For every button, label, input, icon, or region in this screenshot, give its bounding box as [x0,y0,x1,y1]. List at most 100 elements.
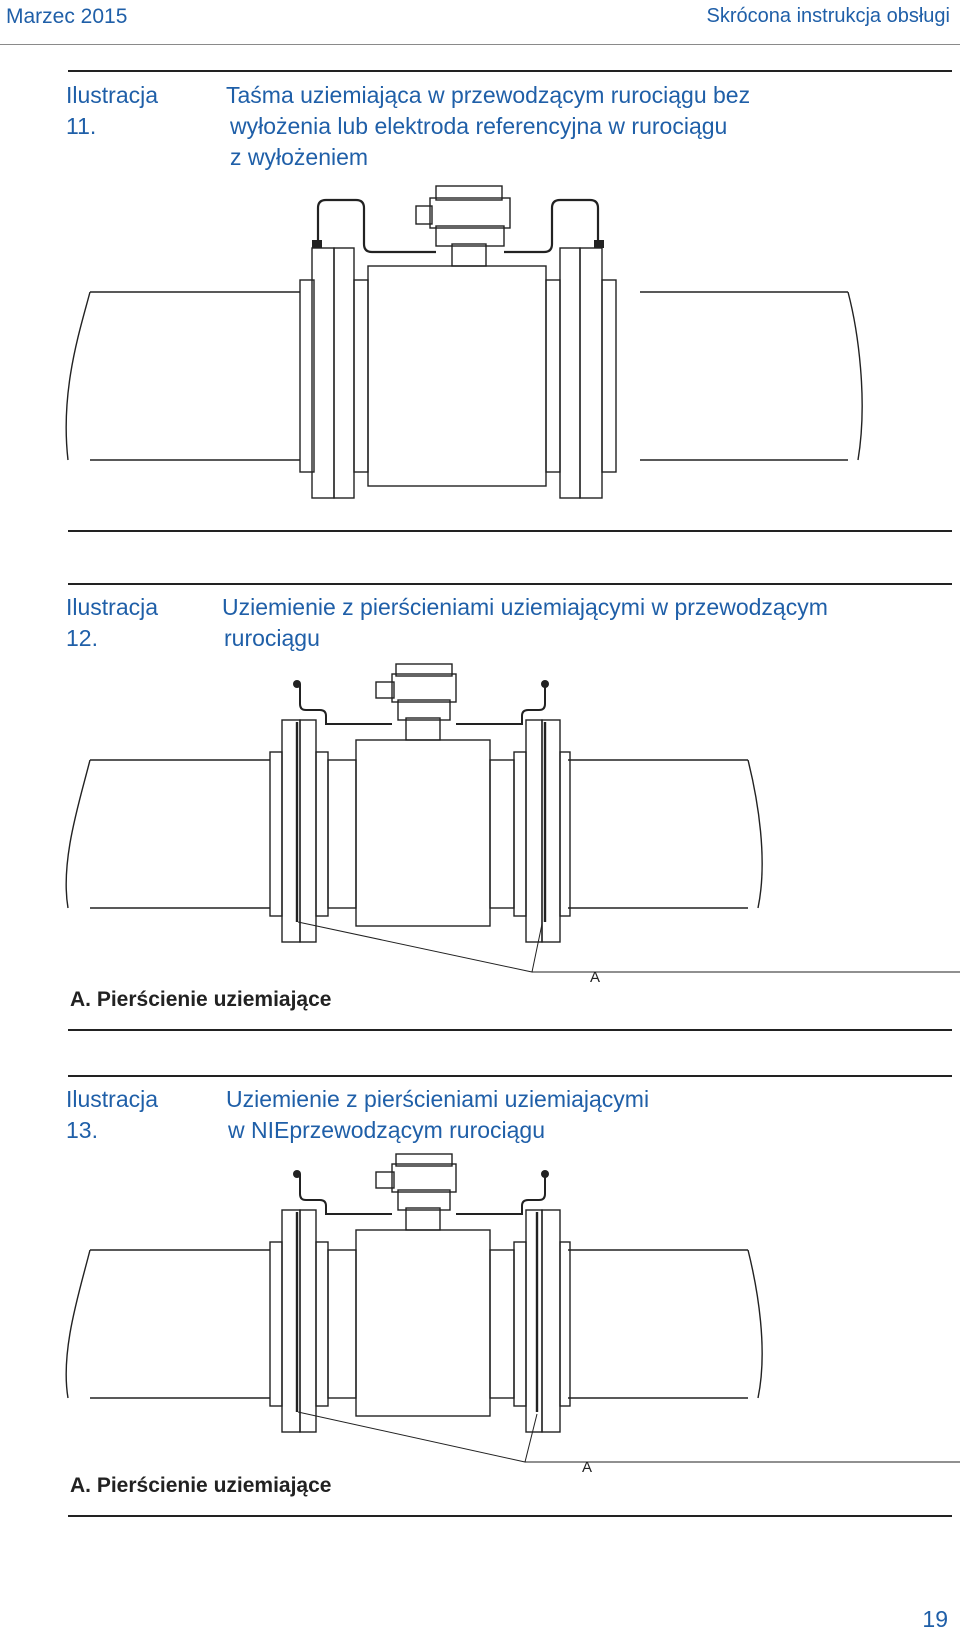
header-document-title: Skrócona instrukcja obsługi [706,5,950,27]
right-pipe-flange [601,279,617,473]
left-meter-flange-hub [353,279,369,473]
flowmeter-grounding-strap-drawing [65,185,863,499]
transmitter-mount [397,1189,451,1211]
figure-11-number: Ilustracja 11. [66,82,159,139]
figure-11-top-rule [68,70,952,72]
figure-12-legend: A. Pierścienie uziemiające [70,988,332,1011]
right-meter-liner [489,759,515,909]
figure-12-top-rule [68,583,952,585]
transmitter-neck [451,243,487,267]
figure-12-title-line: rurociągu [224,625,320,651]
transmitter-cover [435,185,503,201]
left-meter-flange-plate [333,247,355,499]
left-ring-terminal [293,1170,301,1178]
transmitter-mount [435,225,505,247]
figure-13-top-rule [68,1075,952,1077]
figure-13-bottom-rule [68,1515,952,1517]
left-strap-terminal [312,240,322,248]
pipe-left-edge [90,1249,270,1399]
transmitter-conduit [415,205,433,225]
right-strap-terminal [594,240,604,248]
right-ring-terminal [541,1170,549,1178]
figure-11-title-line: Taśma uziemiająca w przewodzącym rurocią… [226,82,751,108]
callout-label-a: A [590,969,600,986]
grounding-strap-right [504,198,600,254]
right-ring-terminal [541,680,549,688]
pipe-right-break [847,291,863,461]
pipe-left-edge [90,291,300,461]
transmitter-conduit [375,681,395,699]
figure-11-bottom-rule [68,530,952,532]
figure-12-title-line: Uziemienie z pierścieniami uziemiającymi… [222,594,828,620]
grounding-strap-left [299,1174,392,1215]
figure-13-drawing: A [0,1150,960,1480]
figure-11-drawing [0,180,960,510]
figure-11-title: Taśma uziemiająca w przewodzącym rurocią… [226,80,926,173]
left-ring-terminal [293,680,301,688]
right-meter-flange-plate [525,719,543,943]
figure-13-legend: A. Pierścienie uziemiające [70,1474,332,1497]
callout-label-a: A [582,1459,592,1476]
transmitter-housing [429,197,511,229]
callout-leader-lines [297,1411,538,1463]
left-meter-liner [327,1249,357,1399]
grounding-strap-right [456,1174,546,1215]
pipe-left-break [65,1249,91,1399]
figure-12-title: Uziemienie z pierścieniami uziemiającymi… [222,592,942,654]
right-pipe-flange [559,1241,571,1407]
transmitter-cover [395,1153,453,1167]
figure-13-number: Ilustracja 13. [66,1086,159,1143]
left-pipe-flange [269,751,283,917]
left-flange-plate [311,247,335,499]
left-meter-liner [327,759,357,909]
left-pipe-flange [299,279,315,473]
left-pipe-flange [269,1241,283,1407]
pipe-right-break [747,759,763,909]
figure-13-title: Uziemienie z pierścieniami uziemiającymi… [226,1084,926,1146]
right-meter-flange-plate [559,247,581,499]
transmitter-housing [391,1163,457,1193]
flowmeter-grounding-rings-nonconductive-drawing: A [65,1153,960,1476]
pipe-left-break [65,291,91,461]
header-date: Marzec 2015 [6,5,128,28]
left-meter-flange-hub [315,751,329,917]
right-meter-flange-hub [513,751,527,917]
right-flange-plate [579,247,603,499]
pipe-right-break [747,1249,763,1399]
right-pipe-flange [559,751,571,917]
pipe-right-edge [568,759,748,909]
pipe-right-edge [568,1249,748,1399]
page-number: 19 [922,1606,948,1632]
flowmeter-grounding-rings-drawing: A [65,663,960,986]
figure-11-title-line: z wyłożeniem [230,144,369,170]
meter-body [367,265,547,487]
figure-12-bottom-rule [68,1029,952,1031]
right-meter-liner [489,1249,515,1399]
pipe-left-break [65,759,91,909]
grounding-strap-right [456,684,546,725]
right-meter-flange-plate [525,1209,543,1433]
right-meter-flange-hub [545,279,561,473]
right-flange-plate [541,1209,561,1433]
right-meter-flange-hub [513,1241,527,1407]
pipe-right-edge [640,291,848,461]
figure-13-title-line: Uziemienie z pierścieniami uziemiającymi [226,1086,650,1112]
grounding-strap-left [299,684,392,725]
transmitter-neck [405,717,441,741]
figure-11-title-line: wyłożenia lub elektroda referencyjna w r… [230,113,728,139]
left-meter-flange-hub [315,1241,329,1407]
figure-13-title-line: w NIEprzewodzącym rurociągu [228,1117,546,1143]
grounding-strap-left [316,198,436,254]
pipe-left-edge [90,759,270,909]
transmitter-conduit [375,1171,395,1189]
left-meter-flange-plate [299,719,317,943]
meter-body [355,739,491,927]
header-divider [0,44,960,45]
left-meter-flange-plate [299,1209,317,1433]
transmitter-mount [397,699,451,721]
meter-body [355,1229,491,1417]
figure-12-drawing: A [0,660,960,990]
figure-12-number: Ilustracja 12. [66,594,159,651]
transmitter-cover [395,663,453,677]
transmitter-housing [391,673,457,703]
